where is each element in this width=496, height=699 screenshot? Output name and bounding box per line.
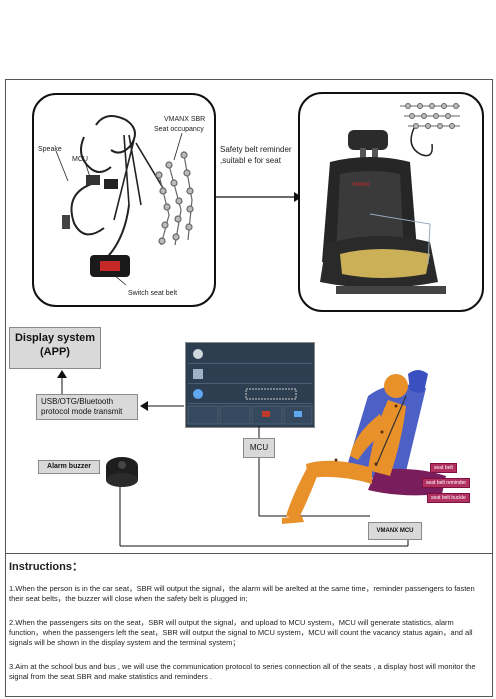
arrow-usb-to-display (57, 370, 67, 396)
label-switch-seat-belt: Switch seat belt (128, 290, 178, 297)
wiring-harness-panel: Speake MCU VMANX SBR Seat occupancy Swit… (32, 93, 216, 307)
instruction-paragraph-1: 1.When the person is in the car seat，SBR… (9, 584, 475, 603)
usb-line-2: protocol mode transmit (41, 407, 123, 416)
tag-seat-belt-buckle: seat belt buckle (427, 493, 470, 503)
safety-belt-reminder-text: Safety belt reminder ,suitabl e for seat (220, 145, 292, 165)
car-seat-illustration: VMANX (320, 103, 460, 294)
app-screen (185, 342, 315, 428)
label-vmanx-sbr: VMANX SBR (164, 116, 206, 123)
wiring-harness-illustration (55, 115, 194, 286)
buzzer-icon (106, 457, 138, 487)
mcu-box: MCU (243, 438, 275, 458)
vmanx-mcu-box: VMANX MCU (368, 522, 422, 540)
display-system-box: Display system (APP) (9, 327, 101, 369)
alarm-buzzer-label: Alarm buzzer (47, 463, 91, 470)
arrow-to-seat (216, 192, 302, 202)
seat-mannequin-illustration (282, 370, 446, 524)
tag-seat-belt-reminder: seat belt reminder (422, 478, 471, 488)
vmanx-mcu-label: VMANX MCU (376, 528, 414, 534)
alarm-buzzer-box: Alarm buzzer (38, 460, 100, 474)
usb-otg-bluetooth-box: USB/OTG/Bluetooth protocol mode transmit (36, 394, 138, 420)
instruction-paragraph-3: 3.Aim at the school bus and bus , we wil… (9, 662, 476, 681)
arrow-app-to-usb (140, 401, 184, 411)
svg-text:VMANX: VMANX (352, 182, 370, 188)
label-seat-occupancy: Seat occupancy (154, 126, 204, 133)
app-row-1 (188, 345, 312, 364)
app-row-2 (188, 365, 312, 384)
usb-line-1: USB/OTG/Bluetooth (41, 397, 114, 406)
diagram-frame (5, 79, 493, 554)
instructions-title: Instructions： (9, 561, 83, 573)
tag-seat-belt: seat belt (430, 463, 457, 473)
display-system-app: (APP) (40, 346, 70, 358)
display-system-title: Display system (14, 332, 96, 344)
car-seat-panel: VMANX (298, 92, 484, 312)
label-mcu: MCU (72, 156, 88, 163)
label-speake: Speake (38, 146, 62, 153)
instructions-panel: Instructions： 1.When the person is in th… (5, 554, 493, 697)
app-icons (187, 349, 313, 425)
mcu-label: MCU (249, 443, 269, 452)
instruction-paragraph-2: 2.When the passengers sits on the seat，S… (9, 618, 473, 647)
